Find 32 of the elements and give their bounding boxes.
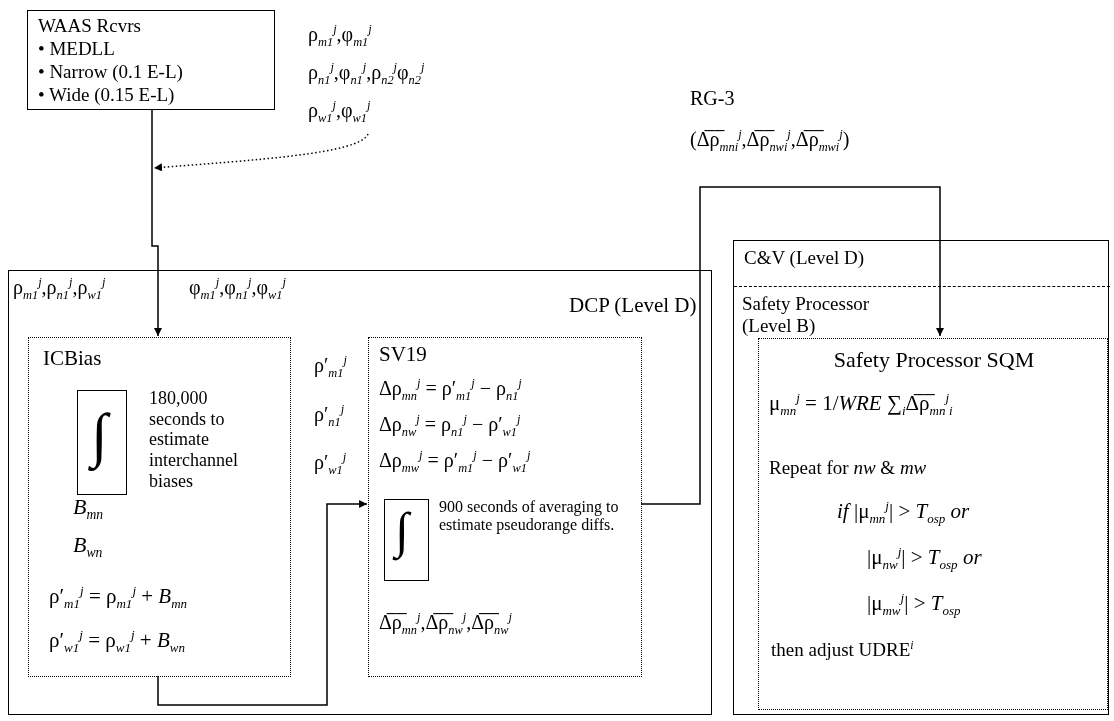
arrow: [157, 500, 368, 706]
heading: Safety Processor (Level B): [742, 293, 871, 337]
processor-box: [8, 270, 712, 715]
heading: Safety Processor SQM: [832, 347, 1036, 373]
text: then adjust UDRE$^{i}$: [771, 639, 914, 662]
arrow: [640, 186, 944, 505]
arrow: [153, 133, 369, 172]
text: Repeat for nw & mw: [769, 457, 927, 479]
heading: C&V (Level D): [744, 247, 864, 269]
receiver-box: [27, 10, 275, 110]
heading: SV19: [379, 342, 427, 367]
heading: WAAS Rcvrs: [38, 15, 141, 37]
integrator-box: [77, 390, 127, 495]
text: 180,000 seconds to estimate interchannel biases: [149, 388, 239, 492]
arrow: [151, 109, 162, 337]
heading: ICBias: [43, 346, 102, 371]
formula: |μ$_{mw}$$^{j}$| > T$_{osp}$: [867, 591, 961, 620]
formula: if |μ$_{mn}$$^{j}$| > T$_{osp}$ or: [837, 499, 970, 528]
text: 900 seconds of averaging to estimate pseudorange diffs.: [439, 498, 619, 535]
text: B$_{mn}$: [73, 494, 104, 524]
module-box: [368, 337, 642, 677]
module-box: [28, 337, 291, 677]
text: • MEDLL: [38, 38, 115, 60]
formula: ρ′$_{m1}$$^{j}$ = ρ$_{m1}$$^{j}$ + B$_{mn}$: [49, 584, 188, 613]
formula: |μ$_{nw}$$^{j}$| > T$_{osp}$ or: [867, 545, 982, 574]
text: B$_{wn}$: [73, 532, 103, 562]
formula: ρ′$_{w1}$$^{j}$ = ρ$_{w1}$$^{j}$ + B$_{wn}$: [49, 628, 185, 657]
text: • Narrow (0.1 E-L): [38, 61, 183, 83]
text: DCP (Level D): [569, 293, 697, 318]
integrator-box: [384, 499, 429, 581]
text: • Wide (0.15 E-L): [38, 84, 175, 106]
module-box: [758, 338, 1108, 710]
